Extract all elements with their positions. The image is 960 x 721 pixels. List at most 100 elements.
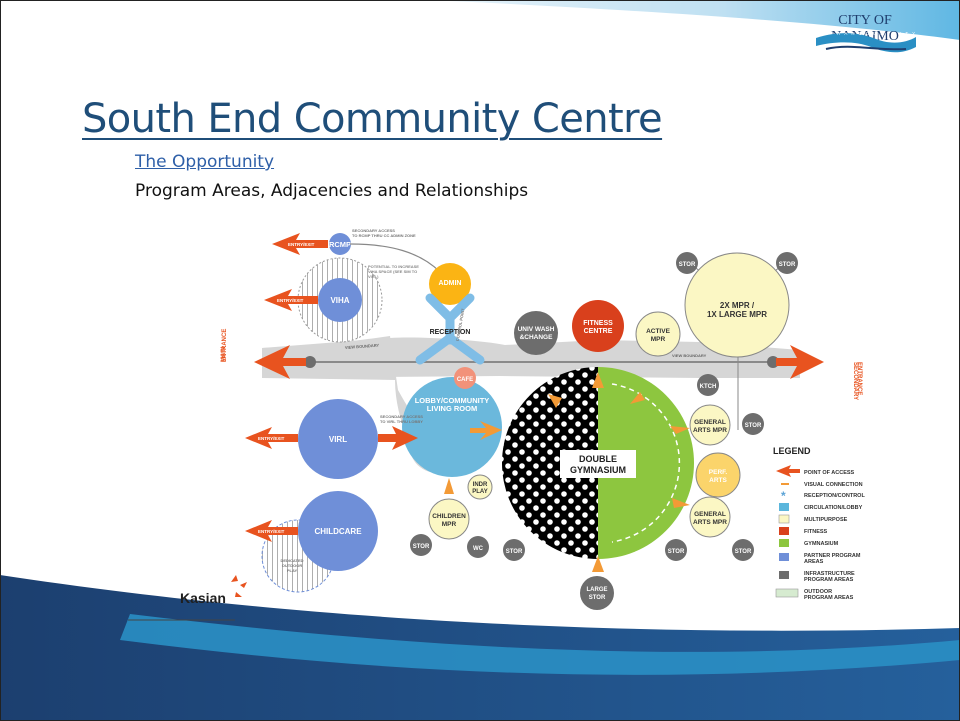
bottom-wave-accent: [120, 614, 960, 675]
large-mpr-label: 2X MPR /: [720, 301, 755, 310]
viha-note: VIHA SPACE (SEE SIM TO: [368, 269, 417, 274]
visual-connection-arrow: [672, 498, 690, 508]
viha-note: POTENTIAL TO INCREASE: [368, 264, 419, 269]
general-arts-label: ARTS MPR: [693, 519, 727, 526]
outdoor-play-note: DEDICATED: [280, 558, 303, 563]
stor-label: STOR: [668, 549, 685, 555]
main-entrance-arrow: [254, 345, 306, 379]
subheading: Program Areas, Adjacencies and Relations…: [135, 181, 529, 201]
legend-swatch: [775, 588, 799, 598]
legend-label: POINT OF ACCESS: [804, 470, 855, 476]
viha-label: VIHA: [330, 296, 349, 305]
childcare-label: CHILDCARE: [314, 527, 362, 536]
secondary-entrance-label: SECONDARY: [852, 362, 858, 400]
entry-arrow-virl: [245, 427, 298, 449]
large-mpr-circle: [684, 252, 790, 358]
general-arts-mpr-circle: [689, 496, 731, 538]
visual-connection-arrow: [670, 426, 690, 434]
top-wave: [430, 0, 960, 40]
page-title: South End Community Centre: [82, 96, 663, 142]
wc-label: WC: [473, 546, 484, 552]
legend-swatch: [778, 514, 790, 524]
visual-connection-arrow: [592, 556, 604, 572]
univ-wash-label: UNIV WASH: [518, 326, 555, 333]
stor-circle: [410, 534, 432, 556]
visual-connection-arrow: [592, 372, 604, 388]
active-mpr-label: MPR: [651, 336, 666, 343]
subtitle-link[interactable]: The Opportunity: [135, 152, 275, 172]
fitness-circle: [572, 300, 624, 352]
control-point-label: CONTROL POINT: [455, 308, 466, 342]
stor-label: STOR: [779, 262, 796, 268]
entry-exit-label: ENTRY/EXIT: [258, 436, 285, 441]
childcare-circle: [298, 491, 378, 571]
legend-label: AREAS: [804, 559, 824, 565]
stor-label: STOR: [506, 549, 523, 555]
secondary-entrance-label: ENTRANCE: [856, 362, 862, 395]
rcmp-note: SECONDARY ACCESS: [352, 228, 395, 233]
large-stor-label: STOR: [589, 595, 606, 601]
lobby-label: LOBBY/COMMUNITY: [415, 396, 490, 405]
legend: POINT OF ACCESS VISUAL CONNECTION * RECE…: [775, 465, 865, 601]
stor-label: STOR: [735, 549, 752, 555]
virl-label: VIRL: [329, 435, 347, 444]
legend-swatch: [779, 539, 789, 547]
indr-play-label: PLAY: [472, 489, 487, 495]
perf-arts-label: ARTS: [709, 477, 727, 484]
ktch-circle: [697, 374, 719, 396]
general-arts-mpr-circle: [689, 404, 731, 446]
perf-arts-circle: [695, 452, 741, 498]
active-mpr-label: ACTIVE: [646, 328, 671, 335]
reception-control-icon: *: [781, 489, 786, 503]
children-mpr-label: MPR: [442, 521, 457, 528]
legend-label: PROGRAM AREAS: [804, 595, 854, 601]
rcmp-label: RCMP: [329, 240, 351, 249]
gym-label-box: [560, 450, 636, 478]
kasian-logo-text: Kasian: [180, 590, 226, 606]
entry-exit-label: ENTRY/EXIT: [288, 242, 315, 247]
stor-circle: [503, 539, 525, 561]
main-entrance-label: MAIN: [221, 347, 227, 362]
stor-label: STOR: [745, 423, 762, 429]
visual-connection-arrow: [470, 421, 502, 440]
boundary-node: [304, 356, 316, 368]
univ-wash-circle: [514, 311, 558, 355]
legend-swatch: [779, 503, 789, 511]
secondary-entrance-arrow: [776, 345, 824, 379]
lobby-circle: [402, 377, 502, 477]
legend-label: RECEPTION/CONTROL: [804, 493, 865, 499]
legend-label: PROGRAM AREAS: [804, 577, 854, 583]
legend-swatch: [779, 553, 789, 561]
view-boundary-label: VIEW BOUNDARY: [672, 353, 707, 358]
legend-swatch: [779, 527, 789, 535]
stor-label: STOR: [679, 262, 696, 268]
reception-label: RECEPTION: [430, 329, 471, 336]
virl-note: TO VIRL THRU LOBBY: [380, 419, 423, 424]
active-mpr-circle: [635, 311, 681, 357]
gym-left-half: [502, 367, 598, 559]
stor-circle: [776, 252, 798, 274]
fitness-label: CENTRE: [584, 328, 613, 335]
general-arts-label: GENERAL: [694, 511, 726, 518]
logo-tagline: THE HARBOUR CITY: [810, 31, 920, 36]
children-mpr-label: CHILDREN: [432, 513, 466, 520]
rcmp-link: [349, 243, 441, 273]
cafe-label: CAFE: [457, 377, 473, 383]
rcmp-circle: [329, 233, 351, 255]
entry-arrow-rcmp: [272, 233, 328, 255]
main-entrance-label: ENTRANCE: [222, 329, 228, 362]
legend-label: MULTIPURPOSE: [804, 517, 848, 523]
entry-exit-label: ENTRY/EXIT: [277, 298, 304, 303]
large-stor-circle: [580, 576, 614, 610]
lobby-label: LIVING ROOM: [427, 404, 477, 413]
legend-label: CIRCULATION/LOBBY: [804, 505, 863, 511]
children-mpr-circle: [428, 498, 470, 540]
legend-label: GYMNASIUM: [804, 541, 839, 547]
legend-swatch: [779, 571, 789, 579]
stor-circle: [742, 413, 764, 435]
univ-wash-label: &CHANGE: [520, 334, 554, 341]
gym-right-half: [598, 367, 694, 559]
viha-note: VIRL): [368, 274, 379, 279]
